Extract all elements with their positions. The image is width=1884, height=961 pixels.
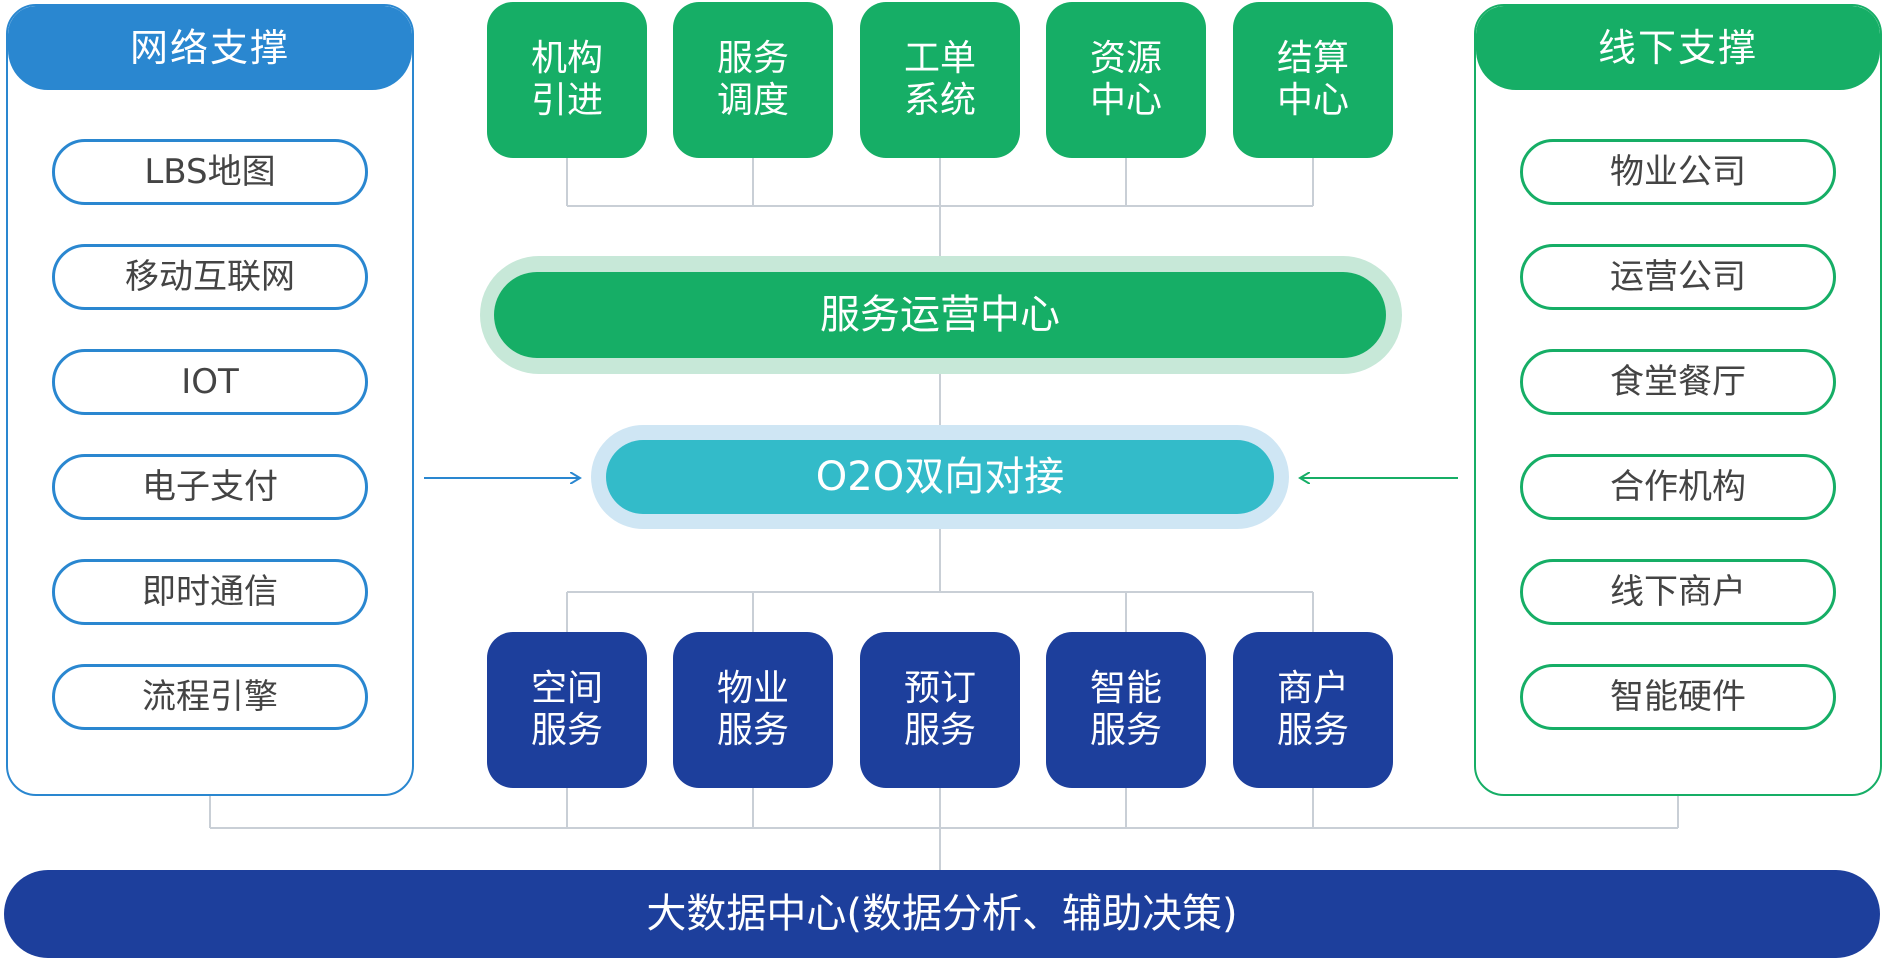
tile-line: 系统 — [903, 80, 976, 121]
tile-line: 服务 — [1276, 710, 1349, 751]
tile-line: 调度 — [716, 80, 789, 121]
big-data-center-bar: 大数据中心(数据分析、辅助决策) — [4, 870, 1880, 958]
tile-line: 中心 — [1089, 80, 1162, 121]
o2o-bidirectional-link: O2O双向对接 — [606, 440, 1274, 514]
offline-support-panel: 线下支撑 物业公司 运营公司 食堂餐厅 合作机构 线下商户 智能硬件 — [1474, 4, 1882, 796]
tile-settlement-center: 结算 中心 — [1233, 2, 1393, 158]
tile-institution-introduction: 机构 引进 — [487, 2, 647, 158]
tile-line: 资源 — [1089, 38, 1162, 79]
tile-space-service: 空间 服务 — [487, 632, 647, 788]
network-item-iot: IOT — [52, 349, 368, 415]
offline-support-title: 线下支撑 — [1476, 6, 1880, 90]
tile-line: 商户 — [1276, 668, 1349, 709]
tile-resource-center: 资源 中心 — [1046, 2, 1206, 158]
tile-line: 结算 — [1276, 38, 1349, 79]
tile-line: 中心 — [1276, 80, 1349, 121]
tile-service-dispatch: 服务 调度 — [673, 2, 833, 158]
offline-item-property-company: 物业公司 — [1520, 139, 1836, 205]
service-operations-center: 服务运营中心 — [494, 272, 1386, 358]
network-item-e-payment: 电子支付 — [52, 454, 368, 520]
tile-property-service: 物业 服务 — [673, 632, 833, 788]
network-item-mobile-internet: 移动互联网 — [52, 244, 368, 310]
offline-item-smart-hardware: 智能硬件 — [1520, 664, 1836, 730]
offline-item-offline-merchant: 线下商户 — [1520, 559, 1836, 625]
offline-item-partner-institution: 合作机构 — [1520, 454, 1836, 520]
offline-item-operations-company: 运营公司 — [1520, 244, 1836, 310]
tile-line: 服务 — [903, 710, 976, 751]
network-item-lbs-map: LBS地图 — [52, 139, 368, 205]
tile-line: 空间 — [530, 668, 603, 709]
tile-line: 物业 — [716, 668, 789, 709]
tile-line: 服务 — [1089, 710, 1162, 751]
network-item-workflow-engine: 流程引擎 — [52, 664, 368, 730]
tile-line: 服务 — [716, 710, 789, 751]
tile-line: 服务 — [716, 38, 789, 79]
tile-line: 引进 — [530, 80, 603, 121]
tile-line: 服务 — [530, 710, 603, 751]
network-support-panel: 网络支撑 LBS地图 移动互联网 IOT 电子支付 即时通信 流程引擎 — [6, 4, 414, 796]
tile-line: 智能 — [1089, 668, 1162, 709]
offline-item-canteen: 食堂餐厅 — [1520, 349, 1836, 415]
tile-work-order-system: 工单 系统 — [860, 2, 1020, 158]
tile-merchant-service: 商户 服务 — [1233, 632, 1393, 788]
tile-line: 预订 — [903, 668, 976, 709]
tile-smart-service: 智能 服务 — [1046, 632, 1206, 788]
network-item-instant-messaging: 即时通信 — [52, 559, 368, 625]
tile-booking-service: 预订 服务 — [860, 632, 1020, 788]
network-support-title: 网络支撑 — [8, 6, 412, 90]
tile-line: 机构 — [530, 38, 603, 79]
tile-line: 工单 — [903, 38, 976, 79]
